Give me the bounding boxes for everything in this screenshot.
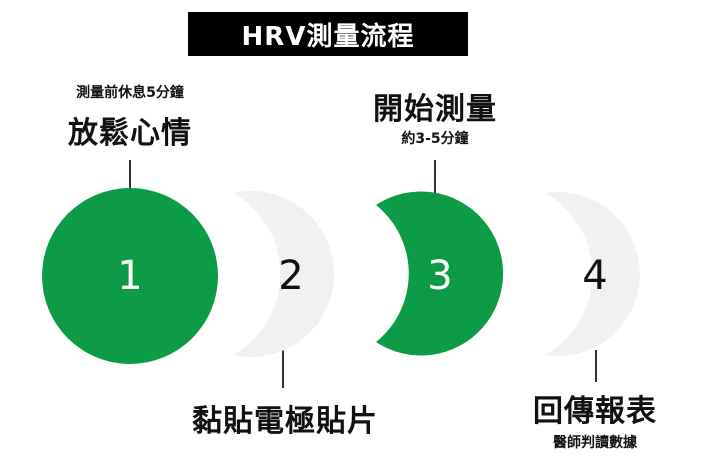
step-2-main-label: 黏貼電極貼片 [192, 404, 378, 439]
step-3-main-label: 開始測量 [373, 92, 497, 127]
step-1-sub-label: 測量前休息5分鐘 [76, 85, 184, 101]
step-4-main-label: 回傳報表 [533, 394, 657, 429]
step-2-circle [233, 190, 335, 358]
step-1-main-label: 放鬆心情 [68, 116, 192, 151]
diagram-title: HRV測量流程 [188, 12, 468, 56]
step-4-circle [545, 191, 640, 356]
step-4-sub-label: 醫師判讀數據 [553, 435, 637, 451]
step-2-number: 2 [278, 253, 303, 299]
step-1-number: 1 [117, 253, 142, 299]
step-1-circle [42, 188, 218, 364]
step-3-number: 3 [427, 253, 452, 299]
step-3-circle [376, 191, 504, 356]
step-4-number: 4 [582, 253, 607, 299]
step-3-sub-label: 約3-5分鐘 [401, 131, 469, 147]
